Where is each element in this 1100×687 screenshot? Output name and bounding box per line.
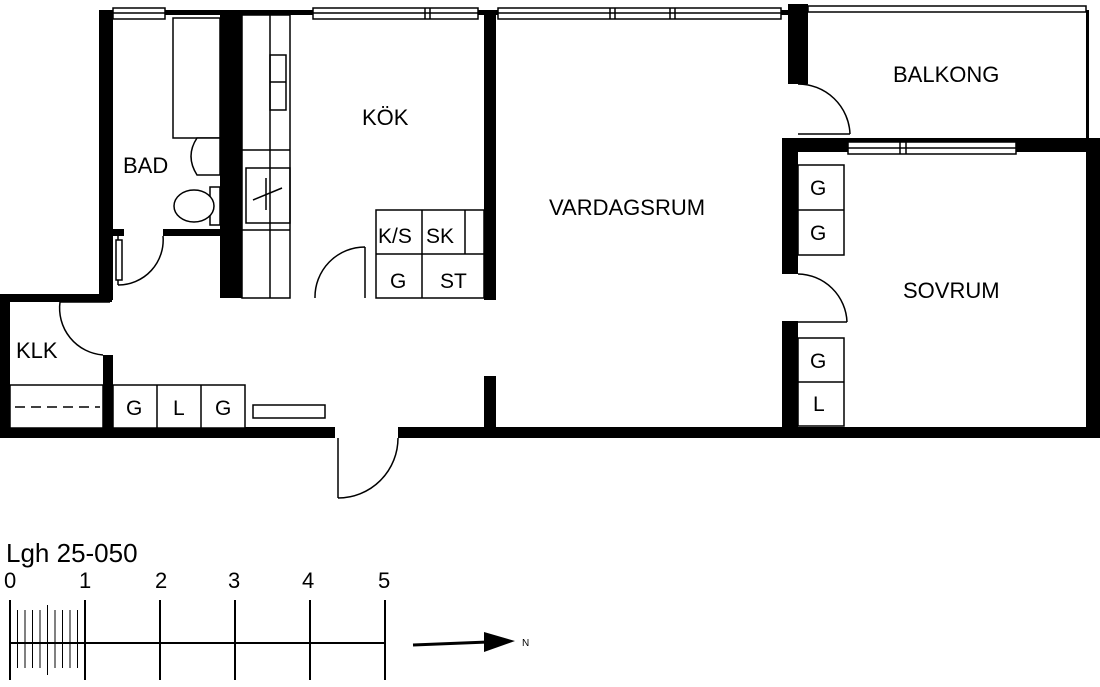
- north-label: N: [522, 638, 529, 649]
- door-bath: [117, 235, 164, 286]
- wall-klk-right: [103, 355, 113, 430]
- label-vardagsrum: VARDAGSRUM: [549, 195, 705, 220]
- window-balcony: [807, 5, 1087, 13]
- bathtub: [172, 17, 221, 139]
- stove-icon: [245, 167, 291, 224]
- label-sov-l: L: [813, 393, 825, 416]
- wall-living-bedroom-a: [782, 138, 798, 274]
- wall-bottom-right: [398, 427, 1100, 438]
- label-kok-g: G: [390, 270, 406, 293]
- scale-tick-labels: 0 1 2 3 4 5: [4, 568, 390, 593]
- wall-kitchen-living: [484, 10, 496, 300]
- wall-bath-left: [99, 10, 113, 300]
- label-sovrum: SOVRUM: [903, 278, 1000, 303]
- label-sov-g3: G: [810, 350, 826, 373]
- label-sov-g2: G: [810, 222, 826, 245]
- scale-bar: Lgh 25-050 0 1 2 3 4 5: [4, 538, 529, 680]
- toilet-bowl-icon: [173, 189, 215, 223]
- door-bedroom: [797, 273, 848, 323]
- scale-tick-label: 4: [302, 568, 314, 593]
- label-sov-g1: G: [810, 177, 826, 200]
- kitchen-cabinets: [375, 209, 485, 299]
- bedroom-wardrobes: [797, 164, 845, 427]
- scale-tick-label: 0: [4, 568, 16, 593]
- bath-fixtures: [115, 17, 221, 281]
- door-kitchen: [314, 246, 366, 299]
- wall-klk-top: [0, 294, 112, 302]
- door-balcony: [797, 83, 851, 135]
- wall-bottom-left: [0, 427, 335, 438]
- room-labels: BAD KÖK VARDAGSRUM BALKONG SOVRUM KLK: [16, 62, 1000, 363]
- hall-cabinets: [112, 384, 326, 429]
- scale-tick-label: 2: [155, 568, 167, 593]
- wall-living-stub: [484, 376, 496, 434]
- north-arrow-icon: N: [412, 632, 529, 652]
- label-hall-g1: G: [126, 397, 142, 420]
- label-klk: KLK: [16, 338, 58, 363]
- wall-balcony-right: [1086, 10, 1089, 140]
- scale-tick-label: 1: [79, 568, 91, 593]
- wall-right: [1086, 138, 1100, 438]
- windows: [112, 5, 1087, 155]
- shelf: [252, 404, 326, 419]
- scale-tick-label: 3: [228, 568, 240, 593]
- wall-bath-bottom: [163, 229, 223, 236]
- washbasin-icon: [190, 137, 221, 176]
- scale-minor-ticks: [17, 605, 78, 675]
- label-hall-g2: G: [215, 397, 231, 420]
- fixture-labels: K/S SK G ST G L G G G G L: [126, 177, 826, 420]
- wall-bath-kitchen: [220, 10, 242, 298]
- wall-bath-stub: [112, 229, 124, 236]
- wall-living-balcony-top: [788, 4, 808, 84]
- doors: [58, 83, 851, 499]
- wall-living-bedroom-b: [782, 321, 798, 437]
- label-st: ST: [440, 270, 467, 293]
- label-ks: K/S: [378, 225, 412, 248]
- door-entrance: [337, 437, 399, 499]
- kitchen-fixtures: [241, 14, 291, 299]
- klk-shelf: [9, 384, 104, 429]
- apartment-id: Lgh 25-050: [6, 538, 138, 568]
- label-balkong: BALKONG: [893, 62, 999, 87]
- door-klk: [58, 301, 110, 356]
- scale-lines: [9, 600, 386, 680]
- scale-tick-label: 5: [378, 568, 390, 593]
- label-bad: BAD: [123, 153, 168, 178]
- kitchen-counter: [241, 14, 291, 299]
- wall-klk-left: [0, 294, 10, 438]
- label-sk: SK: [426, 225, 454, 248]
- label-hall-l: L: [173, 397, 185, 420]
- label-kok: KÖK: [362, 105, 409, 130]
